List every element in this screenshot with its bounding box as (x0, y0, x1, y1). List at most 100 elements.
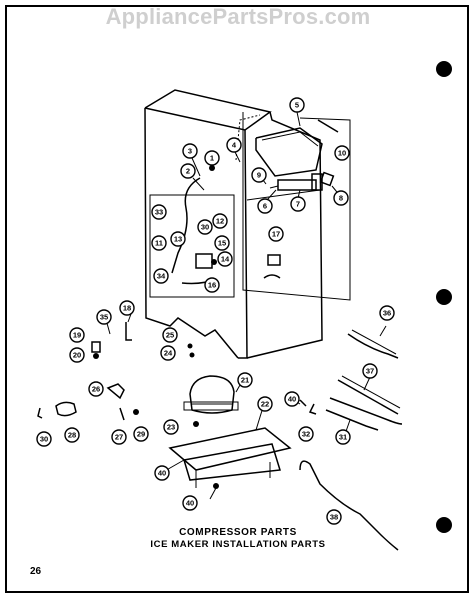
callout-30-left: 30 (36, 431, 52, 447)
svg-text:33: 33 (155, 208, 163, 217)
svg-text:26: 26 (92, 385, 100, 394)
svg-text:30: 30 (40, 435, 48, 444)
caption-line-2: ICE MAKER INSTALLATION PARTS (150, 539, 326, 550)
page-number: 26 (30, 566, 42, 577)
binder-hole-middle (436, 289, 452, 305)
svg-text:9: 9 (257, 171, 261, 180)
svg-text:35: 35 (100, 313, 108, 322)
ice-maker (269, 171, 335, 191)
callout-19: 19 (69, 327, 85, 343)
ice-bin (255, 119, 339, 177)
callout-10: 10 (334, 145, 350, 161)
svg-text:40: 40 (186, 499, 194, 508)
cabinet-outline (144, 89, 323, 359)
callout-6: 6 (257, 198, 273, 214)
svg-text:5: 5 (295, 101, 299, 110)
callout-34: 34 (153, 268, 169, 284)
svg-text:2: 2 (186, 167, 190, 176)
svg-text:22: 22 (261, 400, 269, 409)
callout-32: 32 (298, 426, 314, 442)
callout-16: 16 (204, 277, 220, 293)
svg-text:40: 40 (158, 469, 166, 478)
callout-37: 37 (362, 363, 378, 379)
svg-text:14: 14 (221, 255, 230, 264)
svg-text:38: 38 (330, 513, 338, 522)
callout-30: 30 (197, 219, 213, 235)
callout-22: 22 (257, 396, 273, 412)
water-valve (263, 254, 281, 279)
compressor-base-plate (168, 427, 292, 488)
callout-4: 4 (226, 137, 242, 153)
callout-40-lower: 40 (154, 465, 170, 481)
svg-text:37: 37 (366, 367, 374, 376)
svg-text:19: 19 (73, 331, 81, 340)
svg-text:18: 18 (123, 304, 131, 313)
callout-25: 25 (162, 327, 178, 343)
callout-12: 12 (212, 213, 228, 229)
svg-text:25: 25 (166, 331, 174, 340)
svg-text:6: 6 (263, 202, 267, 211)
callout-15: 15 (214, 235, 230, 251)
callout-31: 31 (335, 429, 351, 445)
svg-text:20: 20 (73, 351, 81, 360)
callout-29: 29 (133, 426, 149, 442)
callout-5: 5 (289, 97, 305, 113)
svg-text:4: 4 (232, 141, 237, 150)
svg-text:15: 15 (218, 239, 226, 248)
svg-text:28: 28 (68, 431, 76, 440)
callout-24: 24 (160, 345, 176, 361)
svg-text:16: 16 (208, 281, 216, 290)
icemaker-region-box (242, 112, 351, 301)
callout-40-right: 40 (284, 391, 300, 407)
callout-2: 2 (180, 163, 196, 179)
svg-text:7: 7 (296, 200, 300, 209)
callout-27: 27 (111, 429, 127, 445)
svg-text:12: 12 (216, 217, 224, 226)
svg-text:30: 30 (201, 223, 209, 232)
callout-21: 21 (237, 372, 253, 388)
callout-18: 18 (119, 300, 135, 316)
svg-text:23: 23 (167, 423, 175, 432)
svg-text:8: 8 (339, 194, 343, 203)
binder-hole-top (436, 61, 452, 77)
callout-26: 26 (88, 381, 104, 397)
svg-text:36: 36 (383, 309, 391, 318)
svg-text:21: 21 (241, 376, 249, 385)
callout-33: 33 (151, 204, 167, 220)
svg-text:29: 29 (137, 430, 145, 439)
callout-23: 23 (163, 419, 179, 435)
callout-13: 13 (170, 231, 186, 247)
svg-text:31: 31 (339, 433, 347, 442)
callout-35: 35 (96, 309, 112, 325)
compressor (183, 375, 239, 414)
page-border (5, 5, 469, 593)
callout-36: 36 (379, 305, 395, 321)
small-hardware (37, 322, 317, 489)
watermark-text: AppliancePartsPros.com (105, 4, 371, 29)
svg-text:13: 13 (174, 235, 182, 244)
svg-text:11: 11 (155, 239, 163, 248)
callout-11: 11 (151, 235, 167, 251)
svg-text:32: 32 (302, 430, 310, 439)
callout-20: 20 (69, 347, 85, 363)
callout-40-bottom: 40 (182, 495, 198, 511)
callout-1: 1 (204, 150, 220, 166)
callout-3: 3 (182, 143, 198, 159)
svg-text:3: 3 (188, 147, 192, 156)
tubing-parts (299, 329, 403, 551)
svg-text:34: 34 (157, 272, 166, 281)
callout-7: 7 (290, 196, 306, 212)
callout-17: 17 (268, 226, 284, 242)
svg-text:24: 24 (164, 349, 173, 358)
svg-text:10: 10 (338, 149, 346, 158)
svg-text:17: 17 (272, 230, 280, 239)
callout-38: 38 (326, 509, 342, 525)
callout-28: 28 (64, 427, 80, 443)
binder-hole-bottom (436, 517, 452, 533)
callout-8: 8 (333, 190, 349, 206)
svg-text:40: 40 (288, 395, 296, 404)
caption-line-1: COMPRESSOR PARTS (179, 527, 297, 538)
compressor-compartment-box (149, 194, 235, 298)
